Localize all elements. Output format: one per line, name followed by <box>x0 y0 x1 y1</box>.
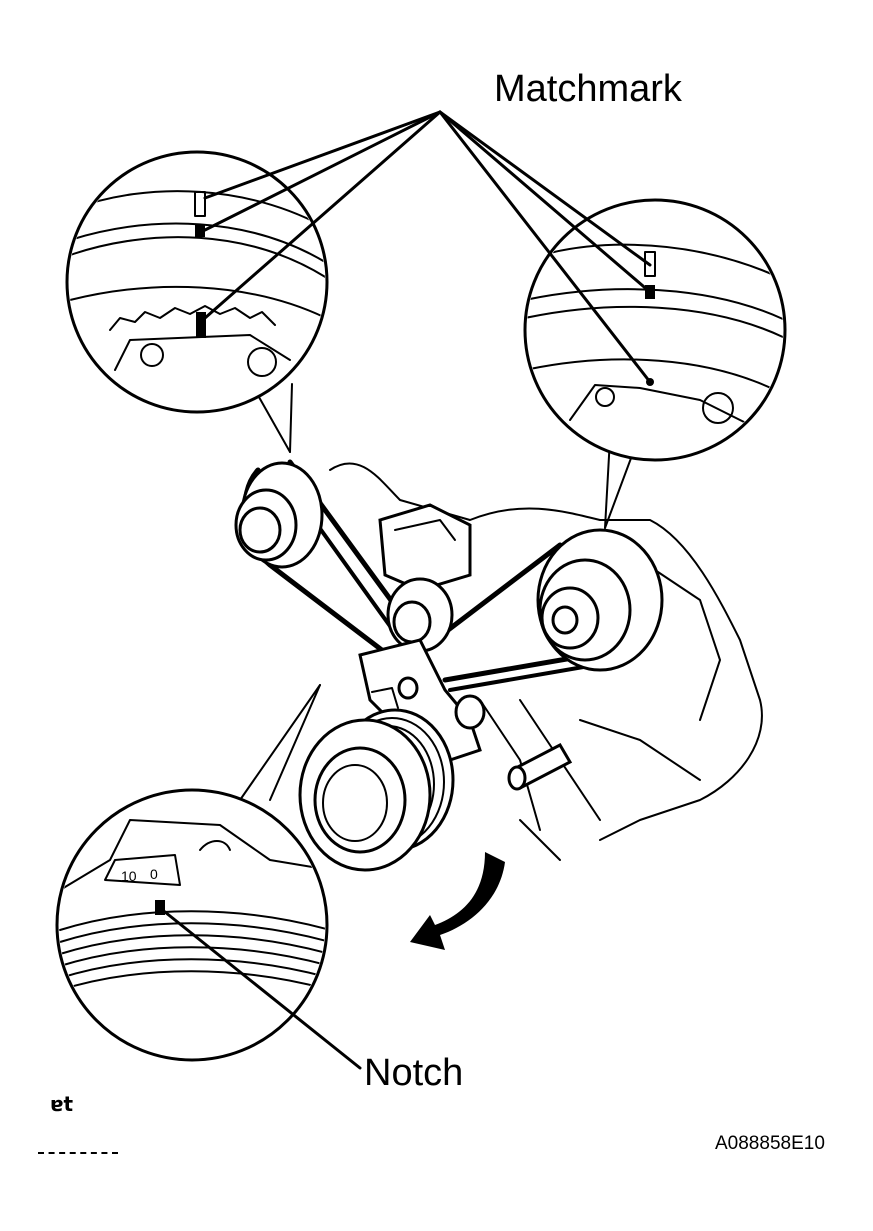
notch-label: Notch <box>364 1052 464 1094</box>
figure-id: A088858E10 <box>715 1133 825 1154</box>
tensioner-bracket <box>358 638 486 762</box>
engine-bracket <box>378 503 472 592</box>
dashed-divider <box>38 1152 118 1156</box>
callout-idler-timing-detail <box>523 198 787 529</box>
notch-leader <box>158 906 362 1070</box>
callout-crank-timing-detail <box>65 150 329 453</box>
matchmark-label: Matchmark <box>494 68 682 110</box>
dial-number-second: 0 <box>150 866 158 882</box>
engine-assembly <box>329 462 763 861</box>
rotation-arrow <box>410 852 505 950</box>
upper-left-pulley <box>234 461 324 569</box>
crankshaft-pulley <box>298 708 455 872</box>
corner-mark-icon: ɐt <box>50 1092 74 1116</box>
right-pulley <box>536 528 664 672</box>
matchmark-leaders <box>203 110 652 384</box>
dial-number-first: 10 <box>121 868 137 884</box>
callout-notch-detail: 10 0 <box>55 684 329 1062</box>
